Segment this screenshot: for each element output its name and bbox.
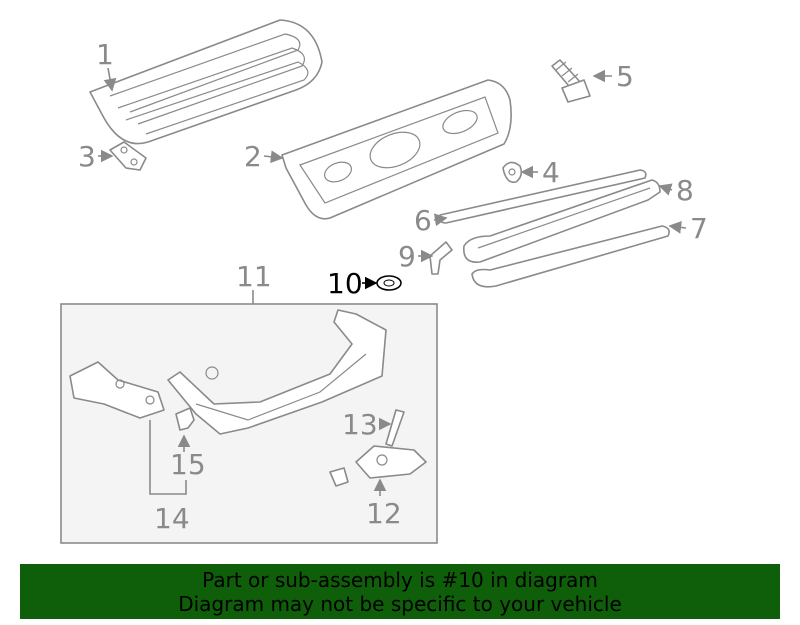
part-9-pin [429,241,453,275]
part-1-cover-panel [89,19,323,145]
callout-7: 7 [690,212,708,245]
callout-2: 2 [244,140,262,173]
part-5-fastener [551,59,591,103]
callout-8: 8 [676,174,694,207]
part-3-bracket [109,141,147,171]
part-11-frame [167,309,387,435]
info-banner: Part or sub-assembly is #10 in diagram D… [20,564,780,619]
parts-diagram: 1 2 3 4 5 6 7 8 9 10 11 12 13 14 15 [60,19,708,544]
banner-line-1: Part or sub-assembly is #10 in diagram [202,568,598,592]
part-13-bolt [385,409,405,447]
callout-15: 15 [170,448,206,481]
part-4-clip [502,161,523,184]
callout-12: 12 [366,497,402,530]
part-12-motor [329,445,427,487]
part-2-main-panel [281,79,512,220]
leader-lines [98,67,687,496]
callout-9: 9 [398,240,416,273]
part-8-molding [463,179,661,263]
callout-6: 6 [414,204,432,237]
callout-13: 13 [342,408,378,441]
banner-line-2: Diagram may not be specific to your vehi… [178,592,622,616]
part-15-fastener [175,407,195,431]
callout-1: 1 [96,38,114,71]
callout-3: 3 [78,140,96,173]
callout-11: 11 [236,260,272,293]
callout-4: 4 [542,156,560,189]
part-10-grommet [376,275,402,291]
callout-5: 5 [616,60,634,93]
callout-10: 10 [327,267,363,300]
part-14-bracket [69,361,165,419]
callout-14: 14 [154,502,190,535]
